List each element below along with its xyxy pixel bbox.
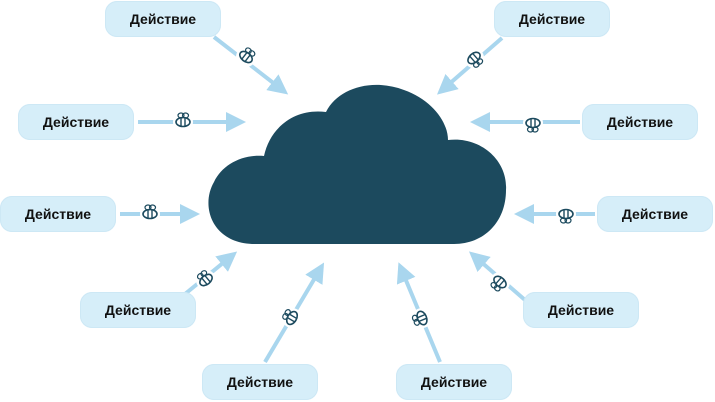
goal-cloud xyxy=(208,84,507,245)
goal-title: Снизить стресс xyxy=(298,0,422,17)
action-box-top-right[interactable]: Действие xyxy=(494,1,610,37)
action-box-middle-right[interactable]: Действие xyxy=(597,196,713,232)
action-box-lower-right[interactable]: Действие xyxy=(523,292,639,328)
action-box-bottom-left[interactable]: Действие xyxy=(202,364,318,400)
action-box-top-left[interactable]: Действие xyxy=(105,1,221,37)
action-box-upper-left[interactable]: Действие xyxy=(18,104,134,140)
goal-label: Цель/Результат xyxy=(298,0,422,17)
action-box-lower-left[interactable]: Действие xyxy=(80,292,196,328)
action-box-middle-left[interactable]: Действие xyxy=(0,196,116,232)
connector-icons-group xyxy=(140,44,576,329)
action-box-upper-right[interactable]: Действие xyxy=(582,104,698,140)
action-box-bottom-right[interactable]: Действие xyxy=(396,364,512,400)
icon-backdrop-lower-left xyxy=(196,270,216,290)
